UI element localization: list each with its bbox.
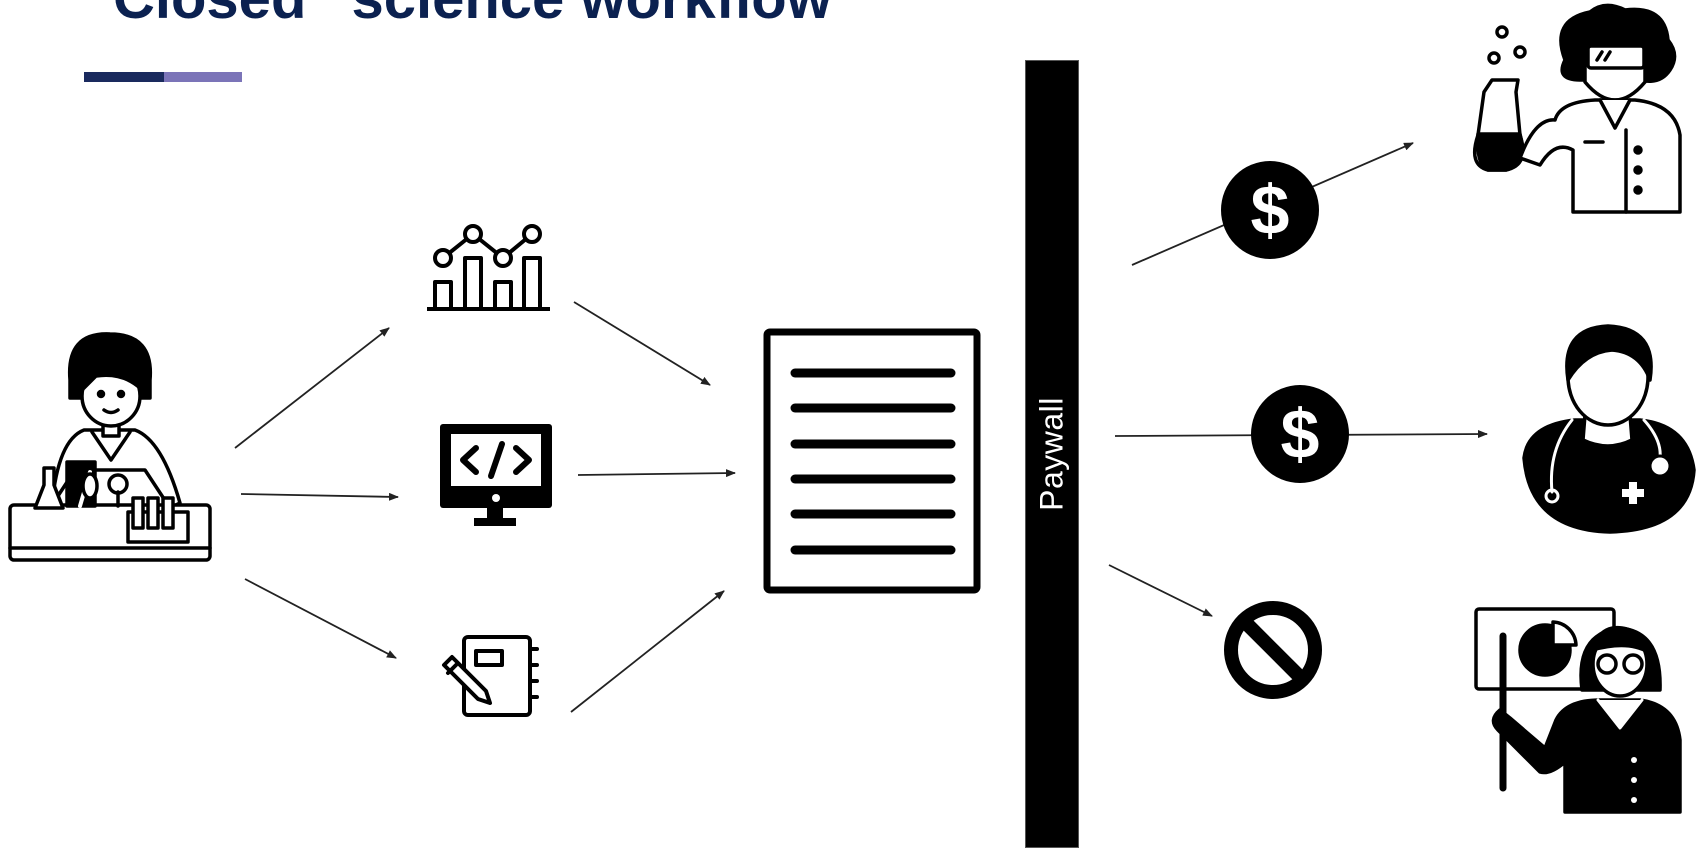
- svg-text:$: $: [1251, 171, 1290, 249]
- scientist-at-lab-bench-icon: [8, 332, 212, 562]
- arrow-paywall-to-blocked: [1108, 564, 1213, 617]
- title-underline-light: [164, 72, 242, 82]
- doctor-icon: [1522, 324, 1696, 534]
- document-icon: [763, 328, 981, 594]
- no-access-icon: [1224, 601, 1322, 699]
- dollar-coin-icon: $: [1251, 385, 1349, 483]
- arrow-researcher-to-code: [240, 492, 399, 501]
- arrow-code-to-paper: [577, 469, 736, 478]
- dollar-coin-icon: $: [1221, 161, 1319, 259]
- title-underline-dark: [84, 72, 164, 82]
- notebook-pencil-icon: [442, 635, 539, 717]
- page-title: “Closed” science workflow: [84, 0, 832, 34]
- arrow-data-to-paper: [573, 301, 711, 386]
- arrow-researcher-to-notes: [244, 578, 397, 659]
- arrow-researcher-to-data: [234, 327, 390, 449]
- teacher-presenting-icon: [1474, 607, 1682, 814]
- bar-line-chart-icon: [427, 224, 550, 311]
- arrow-notes-to-paper: [570, 590, 725, 713]
- paywall-bar: Paywall: [1025, 60, 1079, 848]
- chemist-scientist-icon: [1472, 3, 1682, 214]
- svg-text:$: $: [1281, 395, 1320, 473]
- code-monitor-icon: [440, 424, 552, 526]
